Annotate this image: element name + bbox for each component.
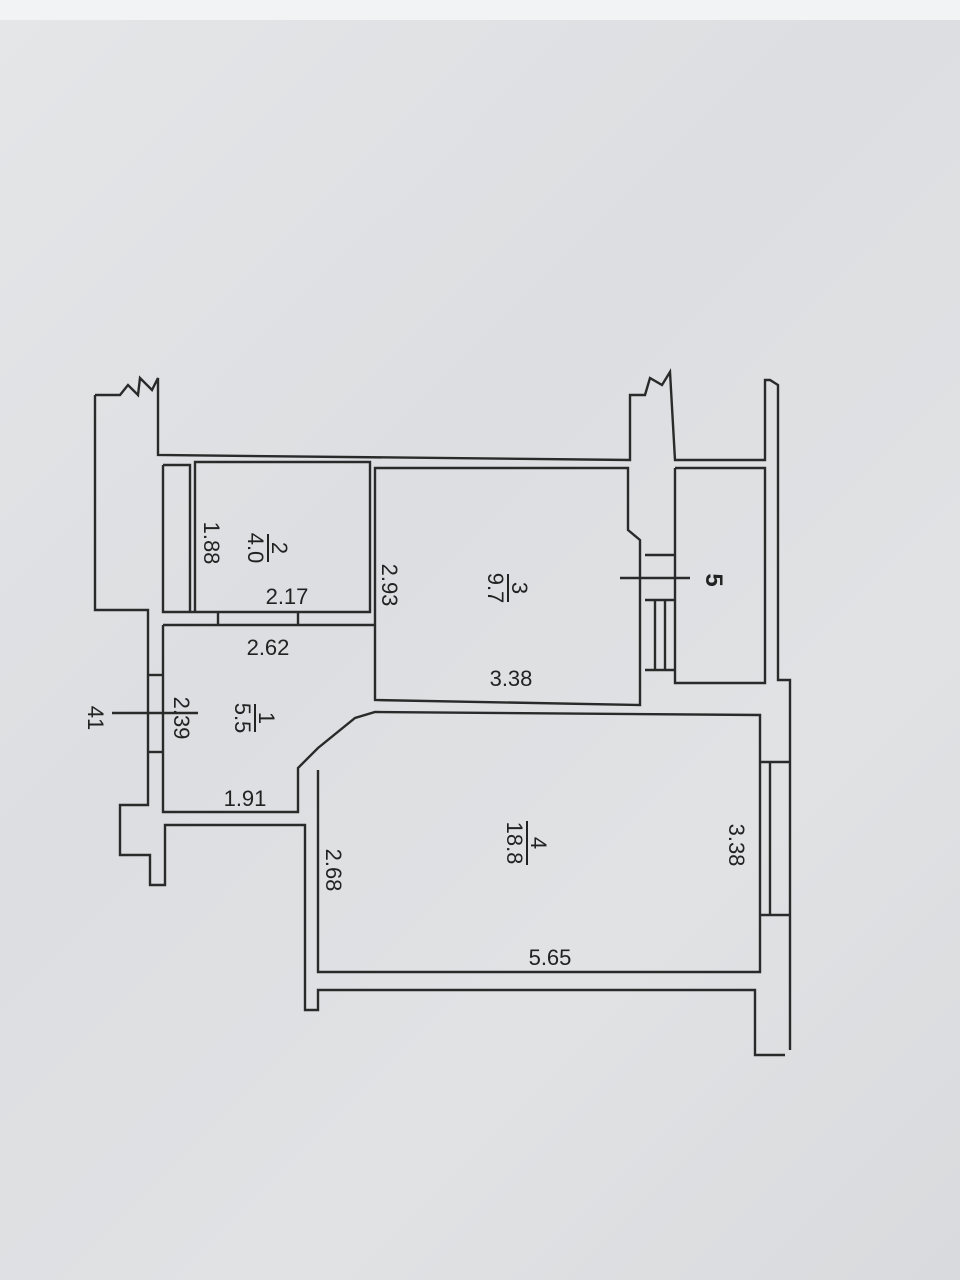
dim-room4-right: 3.38 [724, 824, 749, 867]
room-1-number: 1 [254, 712, 279, 724]
room-2-area: 4.0 [243, 533, 268, 564]
dim-room1-width: 2.39 [169, 697, 194, 740]
dim-room4-length: 5.65 [529, 945, 572, 970]
page-edge [0, 0, 960, 20]
room-3-area: 9.7 [483, 573, 508, 604]
dim-room3-length: 3.38 [490, 666, 533, 691]
dim-room1-top: 2.62 [247, 635, 290, 660]
dim-room1-bottom: 1.91 [224, 786, 267, 811]
dim-room3-width: 2.93 [377, 564, 402, 607]
room-1-area: 5.5 [230, 703, 255, 734]
room-2-number: 2 [267, 542, 292, 554]
section-mark: 41 [83, 706, 108, 730]
room-4-area: 18.8 [502, 822, 527, 865]
dim-room2-width: 1.88 [199, 522, 224, 565]
walls [93, 368, 792, 1057]
dim-room4-left: 2.68 [321, 849, 346, 892]
room-4-number: 4 [526, 837, 551, 849]
room-5-number: 5 [700, 573, 727, 586]
room-3-number: 3 [507, 582, 532, 594]
dim-room2-length: 2.17 [266, 584, 309, 609]
